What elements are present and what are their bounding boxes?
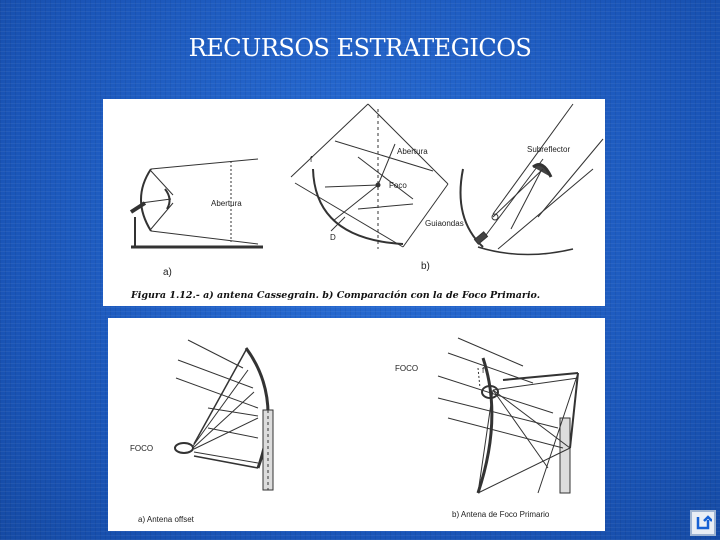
label-part-b: b)	[421, 261, 430, 272]
return-arrow-icon	[696, 515, 712, 530]
offset-antenna-diagram	[174, 337, 579, 494]
label-d: D	[330, 233, 336, 242]
label-f-bottom: f	[482, 366, 485, 375]
label-abertura-left: Abertura	[211, 199, 242, 208]
label-foco-right: FOCO	[395, 364, 419, 373]
caption-prime-focus: b) Antena de Foco Primario	[452, 510, 550, 519]
label-part-a: a)	[163, 267, 172, 278]
label-foco: Foco	[389, 181, 407, 190]
cassegrain-diagram	[129, 103, 604, 256]
caption-offset: a) Antena offset	[138, 515, 194, 524]
return-button[interactable]	[690, 510, 716, 536]
figure-caption: Figura 1.12.- a) antena Cassegrain. b) C…	[131, 290, 541, 301]
figure-offset-comparison: FOCO FOCO f a) Antena offset b) Antena d…	[108, 318, 605, 531]
figure-cassegrain: Abertura Abertura Foco f D Subreflector …	[103, 99, 605, 306]
label-f: f	[310, 155, 313, 164]
label-guiaondas: Guiaondas	[425, 219, 464, 228]
slide-title: RECURSOS ESTRATEGICOS	[188, 34, 532, 62]
label-abertura-right: Abertura	[397, 147, 428, 156]
label-foco-left: FOCO	[130, 444, 154, 453]
label-subreflector: Subreflector	[527, 145, 571, 154]
